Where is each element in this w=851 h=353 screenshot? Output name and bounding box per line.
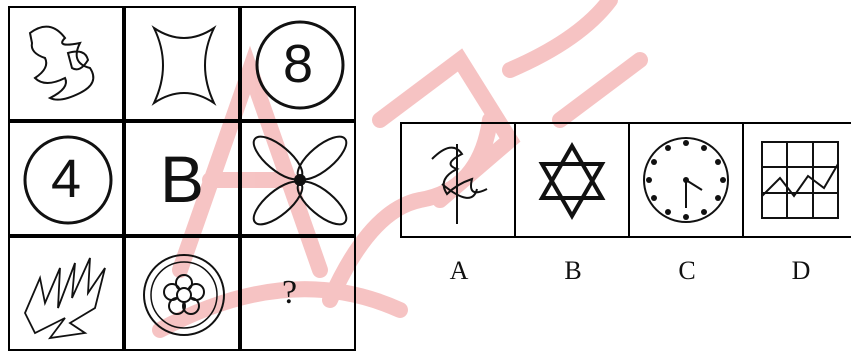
option-a[interactable]: [400, 122, 516, 238]
flower-in-circle-icon: [126, 238, 242, 353]
cell-5: B: [124, 121, 240, 236]
cell-3: 8: [240, 6, 356, 121]
option-c-label: C: [678, 256, 695, 286]
option-d[interactable]: [742, 122, 851, 238]
question-mark: ?: [282, 274, 297, 312]
option-d-label: D: [792, 256, 811, 286]
question-grid: 8 4 B: [8, 6, 356, 350]
cell-2: [124, 6, 240, 121]
four-petal-flower-icon: [242, 123, 358, 238]
option-a-label: A: [450, 256, 469, 286]
cell-6: [240, 121, 356, 236]
cell-7: [8, 236, 124, 351]
scribble-figure-icon: [10, 8, 126, 123]
scribble-character-icon: [402, 124, 514, 236]
letter-b-icon: B: [126, 123, 238, 234]
grid-chart-icon: [744, 124, 851, 236]
cell-1: [8, 6, 124, 121]
cell-9: [240, 236, 356, 351]
option-c[interactable]: [628, 122, 744, 238]
zigzag-scribble-icon: [10, 238, 126, 353]
cell-4-number: 4: [10, 123, 122, 234]
six-point-star-icon: [516, 124, 628, 236]
cell-8: [124, 236, 240, 351]
option-b-label: B: [564, 256, 581, 286]
concave-square-icon: [126, 8, 242, 123]
options-strip: [400, 122, 851, 238]
clock-icon: [630, 124, 742, 236]
cell-3-number: 8: [242, 8, 354, 119]
cell-4: 4: [8, 121, 124, 236]
option-b[interactable]: [514, 122, 630, 238]
